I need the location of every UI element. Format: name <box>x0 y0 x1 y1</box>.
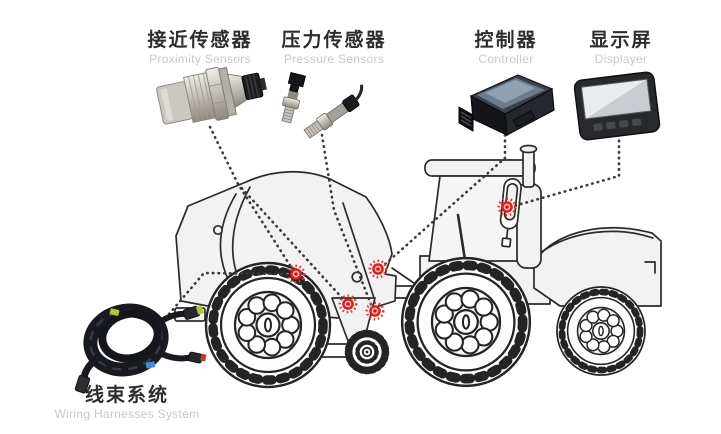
product-images <box>74 66 661 394</box>
tractor-front-wheel <box>557 287 645 375</box>
baler-bolt <box>212 224 224 236</box>
tractor-front-notch <box>644 261 656 274</box>
machine-line-art <box>174 144 662 388</box>
baler-tailgate-line <box>342 202 375 299</box>
callout-dotted-line-controller <box>381 133 507 268</box>
tractor-cab-roof <box>424 159 536 177</box>
tractor-exhaust-pipe <box>522 148 535 188</box>
callout-lines <box>156 125 621 329</box>
baler-sprocket-gear <box>348 333 386 371</box>
tractor-exhaust-cap <box>519 144 538 154</box>
callout-dotted-line-displayer <box>512 133 621 208</box>
pressure-sensor-image <box>281 71 364 139</box>
tractor-hood-line <box>539 230 654 254</box>
callout-dotted-line-wiring-harness <box>156 271 292 329</box>
displayer-buttons <box>593 118 642 131</box>
wiring-harness-image <box>74 303 207 394</box>
tractor-rear-wheel <box>402 258 530 386</box>
tractor-cab-lever <box>456 213 467 262</box>
callout-dotted-line-proximity-sensors <box>236 182 346 302</box>
proximity-sensor-image <box>156 66 267 125</box>
baler-wheel <box>206 263 330 387</box>
controller-image <box>458 74 555 136</box>
displayer-image <box>573 71 661 141</box>
